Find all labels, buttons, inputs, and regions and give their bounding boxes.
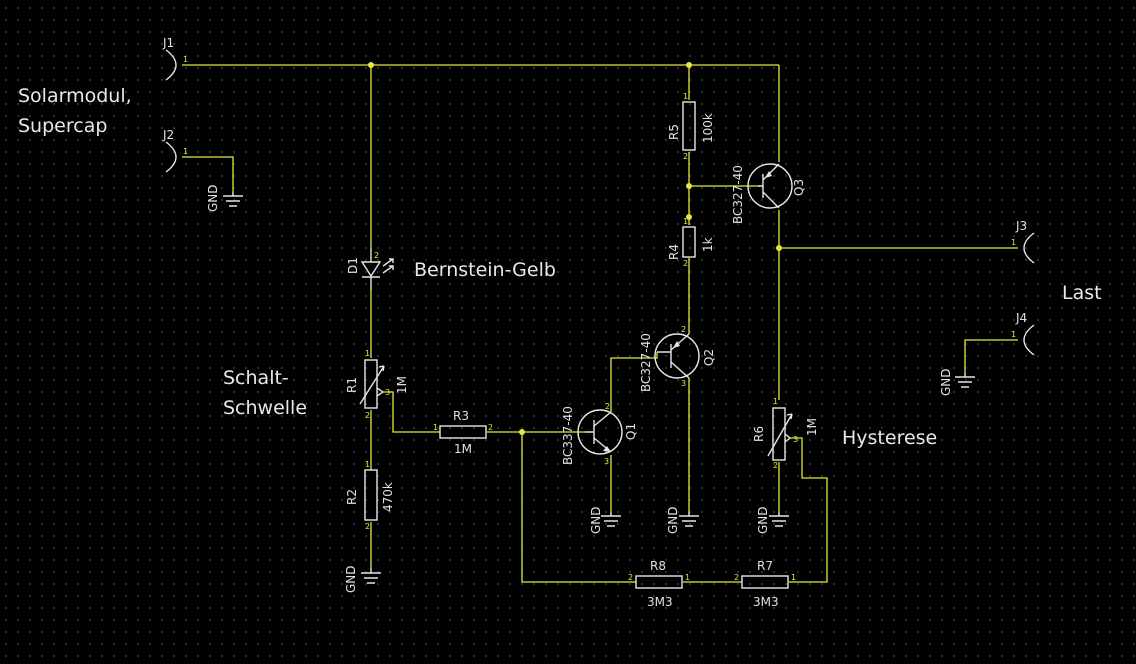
resistor-r8[interactable]: R8 3M3 2 1	[628, 559, 690, 609]
r6-ref: R6	[752, 426, 766, 442]
pin-number: 1	[791, 573, 796, 582]
pin-number: 2	[683, 259, 688, 268]
q2-ref: Q2	[702, 349, 716, 366]
pin-number: 1	[685, 573, 690, 582]
r7-value: 3M3	[753, 595, 779, 609]
q2-value: BC327-40	[639, 333, 653, 392]
load-label: Last	[1062, 282, 1102, 304]
transistor-q3[interactable]: BC327-40 Q3	[731, 163, 806, 224]
ground-q1: GND	[589, 506, 621, 534]
ground-j2: GND	[206, 184, 243, 212]
threshold-label-line2: Schwelle	[223, 397, 307, 419]
pin-number: 3	[793, 435, 798, 444]
pin-number: 2	[628, 573, 633, 582]
pin-number: 1	[683, 92, 688, 101]
pin-number: 1	[773, 397, 778, 406]
r8-value: 3M3	[647, 595, 673, 609]
hysteresis-label: Hysterese	[842, 427, 937, 449]
connector-j4[interactable]: J4 1	[1011, 311, 1035, 356]
q3-ref: Q3	[792, 179, 806, 196]
transistor-q2[interactable]: BC327-40 Q2 2 3	[639, 325, 716, 392]
ground-r6: GND	[756, 506, 789, 534]
pin-number: 3	[385, 388, 390, 397]
pin-number: 2	[734, 573, 739, 582]
solar-label-line2: Supercap	[18, 115, 107, 137]
r1-ref: R1	[345, 377, 359, 393]
pin-number: 1	[433, 423, 438, 432]
r2-value: 470k	[381, 482, 395, 512]
d1-ref: D1	[346, 257, 360, 274]
q1-value: BC337-40	[561, 406, 575, 465]
pin-number: 2	[681, 325, 686, 334]
resistor-r3[interactable]: R3 1M 1 2	[433, 409, 493, 456]
transistor-q1[interactable]: BC337-40 Q1 2 3	[561, 402, 638, 466]
resistor-r4[interactable]: R4 1k 1 2	[667, 217, 715, 268]
gnd-label: GND	[666, 506, 680, 534]
pin-number: 2	[773, 461, 778, 470]
r6-value: 1M	[805, 418, 819, 436]
gnd-label: GND	[756, 506, 770, 534]
pin-number: 1	[183, 147, 188, 156]
gnd-label: GND	[344, 565, 358, 593]
gnd-label: GND	[206, 184, 220, 212]
pin-number: 2	[488, 423, 493, 432]
potentiometer-r6[interactable]: R6 1M 1 3 2	[752, 397, 819, 470]
solar-label-line1: Solarmodul,	[18, 85, 132, 107]
j1-label: J1	[162, 36, 174, 50]
ground-j4: GND	[939, 368, 975, 396]
gnd-label: GND	[589, 506, 603, 534]
q1-ref: Q1	[624, 423, 638, 440]
resistor-r2[interactable]: R2 470k 1 2	[345, 460, 395, 531]
pin-number: 2	[365, 522, 370, 531]
connector-j3[interactable]: J3 1	[1011, 219, 1035, 264]
j2-label: J2	[162, 128, 174, 142]
pin-number: 1	[183, 55, 188, 64]
r8-ref: R8	[650, 559, 666, 573]
connector-j2[interactable]: J2 1	[162, 128, 188, 173]
junctions	[368, 62, 782, 435]
r2-ref: R2	[345, 489, 359, 505]
j3-label: J3	[1015, 219, 1027, 233]
q3-value: BC327-40	[731, 165, 745, 224]
pin-number: 3	[604, 457, 609, 466]
ground-r2: GND	[344, 565, 381, 593]
r4-ref: R4	[667, 244, 681, 260]
pin-number: 1	[1011, 330, 1016, 339]
pin-number: 2	[365, 411, 370, 420]
pin-number: 1	[683, 217, 688, 226]
pin-number: 2	[683, 152, 688, 161]
potentiometer-r1[interactable]: R1 1M 1 3 2	[345, 349, 409, 420]
pin-number: 3	[681, 379, 686, 388]
led-d1[interactable]: D1 2	[346, 248, 394, 290]
r1-value: 1M	[395, 376, 409, 394]
pin-number: 1	[365, 460, 370, 469]
r5-ref: R5	[667, 124, 681, 140]
pin-number: 1	[1011, 238, 1016, 247]
pin-number: 2	[605, 402, 610, 411]
pin-number: 1	[365, 349, 370, 358]
gnd-label: GND	[939, 368, 953, 396]
connector-j1[interactable]: J1 1	[162, 36, 188, 81]
resistor-r7[interactable]: R7 3M3 2 1	[734, 559, 796, 609]
resistor-r5[interactable]: R5 100k 1 2	[667, 92, 715, 161]
threshold-label-line1: Schalt-	[223, 367, 289, 389]
r5-value: 100k	[701, 113, 715, 143]
r3-value: 1M	[454, 442, 472, 456]
r4-value: 1k	[701, 237, 715, 252]
pin-number: 2	[374, 251, 379, 260]
wires	[182, 64, 1018, 583]
r3-ref: R3	[453, 409, 469, 423]
j4-label: J4	[1015, 311, 1027, 325]
r7-ref: R7	[757, 559, 773, 573]
ground-q2: GND	[666, 506, 699, 534]
led-color-label: Bernstein-Gelb	[414, 259, 556, 281]
